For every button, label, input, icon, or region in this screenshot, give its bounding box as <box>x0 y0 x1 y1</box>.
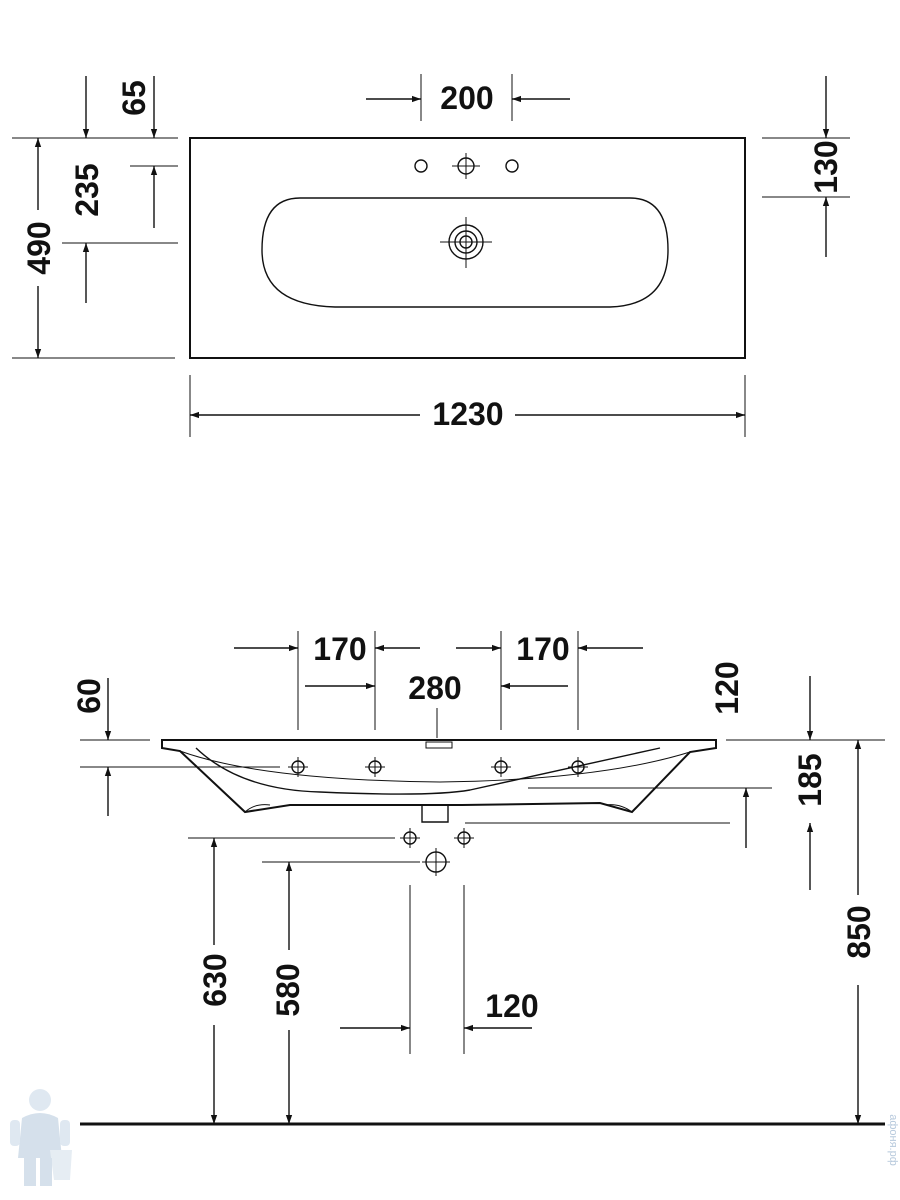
dim-580-label: 580 <box>270 963 306 1016</box>
wall-connections <box>400 828 474 876</box>
dim-120-top-label: 120 <box>709 661 745 714</box>
top-view: 65 200 130 235 490 1230 <box>12 74 850 437</box>
dim-170-right-label: 170 <box>516 631 569 667</box>
tap-hole-markers <box>288 757 588 777</box>
dim-235-label: 235 <box>69 163 105 216</box>
drain-icon <box>440 217 492 268</box>
plumber-mascot-icon <box>10 1089 72 1186</box>
dim-170-left-label: 170 <box>313 631 366 667</box>
dim-490-label: 490 <box>21 221 57 274</box>
watermark-text: афоня.рф <box>887 1114 899 1166</box>
dim-185-label: 185 <box>792 753 828 806</box>
bowl-outline <box>261 197 669 308</box>
dim-60-label: 60 <box>71 678 107 714</box>
dim-130-label: 130 <box>808 140 844 193</box>
basin-profile <box>161 739 717 814</box>
dim-200-label: 200 <box>440 80 493 116</box>
dim-120-bottom-label: 120 <box>485 988 538 1024</box>
dim-630-label: 630 <box>197 953 233 1006</box>
side-view: 170 170 280 60 120 185 850 630 580 120 <box>71 631 885 1126</box>
dim-850-label: 850 <box>841 905 877 958</box>
dim-65-label: 65 <box>116 80 152 116</box>
dim-1230-label: 1230 <box>432 396 503 432</box>
dim-280-label: 280 <box>408 670 461 706</box>
drain-outlet <box>421 805 449 823</box>
basin-outline <box>189 137 746 359</box>
tap-holes <box>414 153 519 179</box>
